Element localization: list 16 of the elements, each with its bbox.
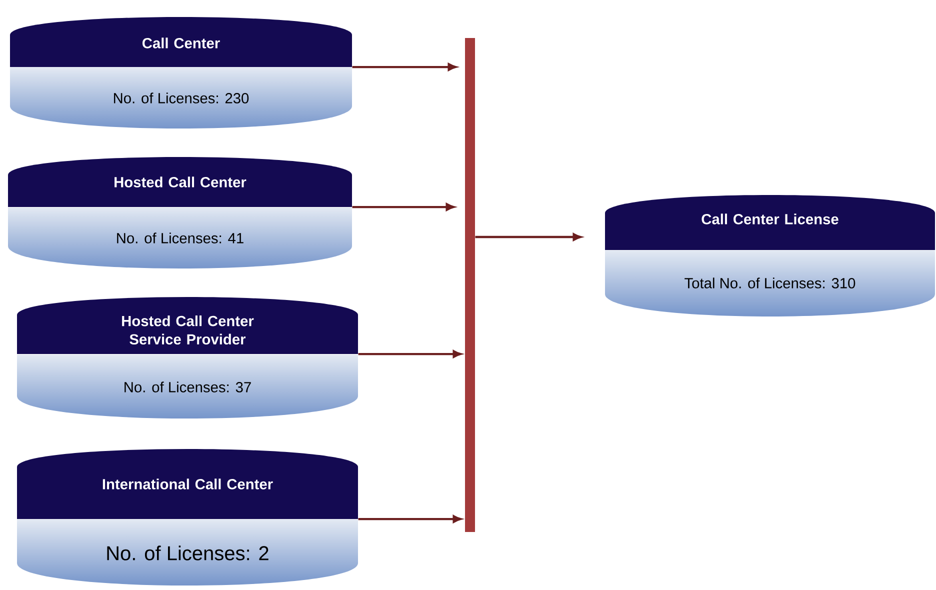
- arrow: [358, 350, 462, 358]
- node-label: Call Center: [142, 38, 220, 48]
- license-card: Hosted Call Center Service Provider No. of Licenses: 37: [17, 297, 358, 418]
- node-label: Hosted Call Center: [114, 176, 246, 188]
- node-label: International Call Center: [102, 478, 273, 490]
- license-card: Hosted Call Center No. of Licenses: 41: [8, 157, 352, 268]
- arrow: [475, 233, 582, 241]
- license-card: Call Center No. of Licenses: 230: [10, 17, 352, 128]
- license-card: International Call Center No. of Licenses: 2: [17, 449, 358, 586]
- node-label: Hosted Call Center Service Provider: [122, 315, 254, 345]
- node-label: Call Center License: [702, 214, 838, 224]
- arrow: [352, 63, 457, 71]
- license-card: Call Center License Total No. of Licenses: 310: [605, 195, 935, 316]
- arrow: [358, 515, 462, 523]
- vertical-bar: [465, 38, 475, 532]
- arrow: [352, 203, 455, 211]
